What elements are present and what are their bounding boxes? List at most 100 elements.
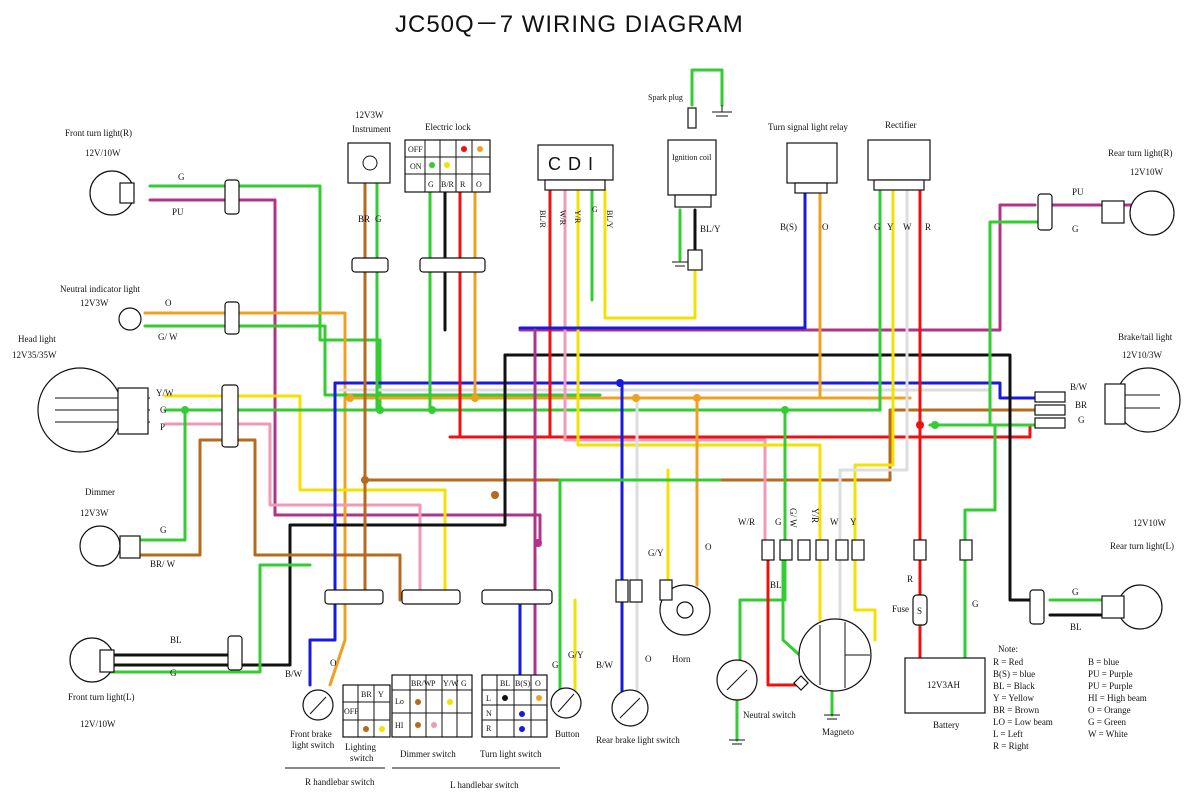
junction-dot	[693, 394, 701, 402]
connector	[797, 539, 811, 561]
note-left: L = Left	[993, 729, 1023, 739]
dimmer-row: Lo	[395, 697, 404, 706]
lighting-cell: Y	[378, 690, 384, 699]
head-light: Head light 12V35/35W Y/W G P	[12, 334, 239, 453]
ignition-coil-name: Ignition coil	[672, 153, 712, 162]
junction-dot	[931, 421, 939, 429]
wire-label-g-batt: G	[972, 599, 979, 609]
connector	[815, 539, 829, 561]
wire-label-blr: BL/R	[538, 210, 547, 228]
note-right: PU = Purple	[1088, 669, 1133, 679]
instrument-name: Instrument	[352, 124, 391, 134]
wire-rear-turn-l-green2	[963, 423, 997, 542]
wire-relay-blue	[518, 190, 807, 330]
front-brake-line2: light switch	[292, 740, 335, 750]
connector	[419, 257, 486, 273]
junction-dots	[181, 379, 939, 547]
fuse-icon	[912, 594, 928, 626]
dimmer-spec: 12V3W	[80, 508, 109, 518]
junction-dot	[616, 379, 624, 387]
wire-label-pu: PU	[172, 207, 184, 217]
contact-dot	[461, 146, 467, 152]
lock-cell: B/R	[441, 180, 455, 189]
lamp-socket	[99, 649, 115, 673]
wire-label-gw: G/ W	[158, 332, 178, 342]
wire-label-gy-horn: G/Y	[648, 548, 664, 558]
switch-lever-icon	[619, 697, 641, 719]
connector	[851, 539, 865, 561]
wire-front-brake-blue	[308, 381, 337, 687]
ground-icon	[672, 261, 688, 267]
connector	[401, 589, 461, 605]
rear-brake-switch-name: Rear brake light switch	[596, 735, 680, 745]
fuse-name: Fuse	[892, 604, 909, 614]
connector	[1034, 404, 1066, 416]
wire-cdi-yr	[576, 188, 822, 542]
connector	[779, 539, 793, 561]
turn-row: L	[486, 694, 491, 703]
lighting-cell: OFF	[344, 707, 359, 716]
junction-dot	[181, 406, 189, 414]
front-brake-light-switch: B/W O Front brake light switch	[285, 658, 337, 750]
connector	[221, 384, 239, 448]
note-right: PU = Purple	[1088, 681, 1133, 691]
lighting-line1: Lighting	[345, 742, 376, 752]
ignition-coil-box	[667, 139, 717, 196]
ground-icon	[729, 739, 745, 745]
connector	[1034, 391, 1066, 403]
wire-label-br-inst: BR	[358, 214, 370, 224]
magneto: Magneto	[793, 618, 872, 737]
coil-plug	[674, 194, 712, 208]
instrument: 12V3W Instrument BR G	[347, 110, 391, 273]
wire-label-yw: Y/W	[156, 388, 174, 398]
cdi-plug	[544, 179, 606, 191]
wire-cdi-wr	[563, 188, 767, 542]
wire-label-w-mag: W	[830, 517, 839, 527]
dimmer-light: Dimmer 12V3W G BR/ W	[79, 487, 176, 569]
bulb-icon	[362, 155, 378, 171]
wire-label-g-tail: G	[1078, 415, 1085, 425]
wire-label-o-horn: O	[705, 542, 712, 552]
contact-dot	[447, 699, 453, 705]
dimmer-name: Dimmer	[85, 487, 115, 497]
wire-label-g-inst: G	[375, 214, 382, 224]
fuse-battery: S Fuse 12V3AH Battery	[892, 594, 986, 730]
relay-plug	[794, 182, 828, 194]
rectifier-plug	[873, 179, 925, 191]
wire-label-o-rb: O	[645, 654, 652, 664]
wire-label-gy-btn: G/Y	[568, 650, 584, 660]
electric-lock-name: Electric lock	[425, 122, 471, 132]
switch-lever-icon	[557, 693, 575, 713]
spark-plug-icon	[687, 107, 697, 129]
switch-lever-icon	[309, 696, 327, 715]
wire-label-gw-mag: G/ W	[788, 508, 798, 528]
note-left: B(S) = blue	[993, 669, 1035, 679]
wire-neutral-green	[143, 324, 602, 397]
contact-dot	[536, 695, 542, 701]
connector	[224, 179, 240, 215]
ground-icon	[712, 105, 732, 117]
cdi-unit: C D I BL/R W/R Y/R G BL/Y	[537, 144, 614, 228]
contact-dot	[431, 722, 437, 728]
connector	[629, 579, 643, 603]
dimmer-head: BR/W	[411, 679, 432, 688]
dimmer-head: P	[431, 679, 436, 688]
horn-button: G G/Y Button	[550, 650, 584, 739]
wire-label-bw-rb: B/W	[596, 660, 614, 670]
connector	[615, 579, 629, 603]
relay-name: Turn signal light relay	[768, 122, 848, 132]
front-turn-r-spec: 12V/10W	[85, 148, 121, 158]
wire-label-brw: BR/ W	[150, 559, 176, 569]
wire-label-p: P	[160, 422, 165, 432]
wire-bus-black	[503, 353, 1037, 602]
connector	[324, 589, 384, 605]
note-left: BL = Black	[993, 681, 1035, 691]
wire-rect-w	[838, 186, 909, 542]
handlebar-plugs	[324, 589, 553, 605]
wire-mag-yellow2	[853, 558, 877, 642]
note-right: B = blue	[1088, 657, 1119, 667]
note-title: Note:	[998, 644, 1018, 654]
connector	[224, 301, 240, 335]
wire-label-g-head: G	[160, 405, 167, 415]
wire-dimmer-g	[138, 408, 187, 542]
